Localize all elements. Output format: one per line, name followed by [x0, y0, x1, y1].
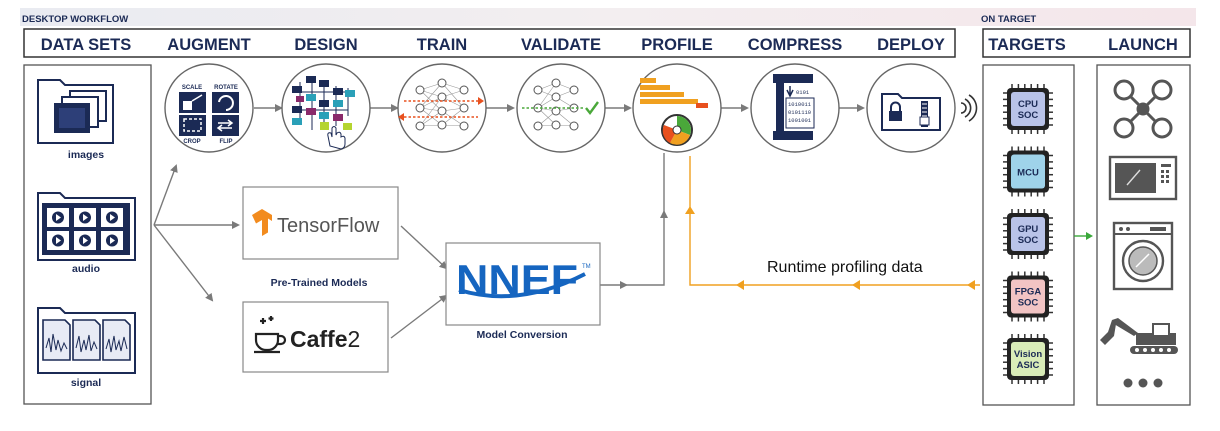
model-conversion-caption: Model Conversion — [476, 329, 567, 341]
caffe2-box: Caffe2 — [242, 301, 389, 373]
header-augment: AUGMENT — [167, 36, 250, 54]
compress-binary-2: 1010011 — [788, 101, 812, 108]
target-chip-label: Vision — [1014, 349, 1043, 360]
signal-folder-icon — [37, 307, 136, 374]
compress-binary-3: 0101110 — [788, 109, 811, 116]
tensorflow-box: TensorFlow — [242, 186, 399, 260]
desktop-workflow-label: DESKTOP WORKFLOW — [22, 14, 128, 25]
target-chip-label: MCU — [1017, 168, 1039, 179]
arrow-datasets-augment — [153, 164, 178, 226]
desktop-header-bar — [23, 28, 956, 58]
nnef-trademark: TM — [582, 264, 591, 270]
profile-stage — [632, 63, 722, 153]
header-datasets: DATA SETS — [41, 36, 131, 54]
compress-binary-1: 0101 — [796, 89, 810, 96]
targets-launch-arrow — [1086, 232, 1093, 240]
target-chip-label: CPU — [1018, 99, 1038, 110]
compress-binary-4: 1001001 — [788, 117, 812, 124]
target-chip-mcu: MCU — [1003, 146, 1053, 197]
deploy-stage — [866, 63, 956, 153]
train-stage — [397, 63, 487, 153]
arrow-caffe2-nnef — [390, 294, 448, 339]
top-banner — [20, 8, 1196, 26]
caffe-text: Caffe — [290, 326, 348, 352]
header-validate: VALIDATE — [521, 36, 601, 54]
design-stage — [281, 63, 371, 153]
augment-rotate-label: ROTATE — [214, 85, 238, 91]
nnef-swoosh-icon — [458, 272, 586, 299]
drone-icon — [1113, 79, 1173, 139]
images-folder-icon — [37, 79, 114, 144]
arrow-datasets-caffe2 — [153, 224, 214, 302]
target-header-bar — [982, 28, 1191, 58]
augment-scale-label: SCALE — [182, 85, 202, 91]
more-dots-icon — [1123, 378, 1163, 388]
nnef-label: NNEF — [456, 256, 578, 303]
augment-crop-label: CROP — [183, 139, 200, 145]
wireless-signal-icon — [960, 94, 978, 122]
arrow-nnef-profile — [626, 210, 668, 286]
target-chip-label: SOC — [1018, 110, 1039, 121]
microwave-icon — [1108, 155, 1178, 201]
header-deploy: DEPLOY — [877, 36, 945, 54]
augment-flip-label: FLIP — [220, 139, 233, 145]
tensorflow-label: TensorFlow — [277, 215, 380, 237]
nnef-box: NNEF TM — [445, 242, 601, 326]
audio-folder-icon — [37, 192, 136, 261]
pretrained-models-caption: Pre-Trained Models — [271, 277, 368, 289]
on-target-label: ON TARGET — [981, 14, 1036, 25]
audio-label: audio — [72, 263, 100, 275]
caffe-version: 2 — [348, 326, 361, 352]
augment-stage: SCALE ROTATE CROP FLIP — [164, 63, 254, 153]
compress-stage: 0101 1010011 0101110 1001001 — [750, 63, 840, 153]
arrow-tensorflow-nnef — [400, 225, 448, 270]
target-chip-label: SOC — [1018, 298, 1039, 309]
target-chip-label: SOC — [1018, 235, 1039, 246]
validate-stage — [516, 63, 606, 153]
signal-label: signal — [71, 377, 101, 389]
images-label: images — [68, 149, 104, 161]
runtime-feedback-path — [685, 156, 980, 290]
header-targets: TARGETS — [988, 36, 1066, 54]
excavator-icon — [1100, 318, 1178, 354]
target-chip-label: ASIC — [1017, 360, 1040, 371]
coffee-cup-icon — [254, 316, 287, 354]
runtime-profiling-label: Runtime profiling data — [767, 259, 923, 276]
tensorflow-logo-icon — [252, 209, 272, 236]
header-design: DESIGN — [294, 36, 357, 54]
header-profile: PROFILE — [641, 36, 713, 54]
header-train: TRAIN — [417, 36, 467, 54]
caffe2-label: Caffe2 — [290, 326, 360, 352]
header-launch: LAUNCH — [1108, 36, 1178, 54]
washing-machine-icon — [1112, 221, 1174, 291]
header-compress: COMPRESS — [748, 36, 842, 54]
target-chip-label: GPU — [1018, 224, 1039, 235]
target-chip-label: FPGA — [1015, 287, 1042, 298]
